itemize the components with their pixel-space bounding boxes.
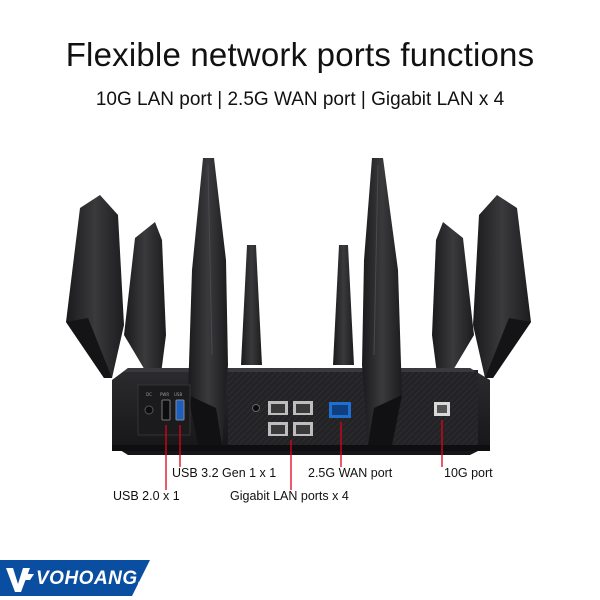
antenna-right-2 [432,222,474,382]
antenna-tall-right [362,158,402,445]
wan-port-icon [329,402,351,418]
callout-usb-3: USB 3.2 Gen 1 x 1 [172,466,277,480]
svg-text:PWR: PWR [160,392,169,397]
antenna-tall-left [188,158,228,445]
usb-3-port-icon [175,399,185,421]
brand-tld: .vn [137,571,160,587]
antenna-left-2 [124,222,166,382]
callout-usb-2: USB 2.0 x 1 [113,489,180,503]
page-title: Flexible network ports functions [65,36,535,73]
gigabit-lan-ports [268,401,313,436]
svg-text:USB: USB [174,392,182,397]
antenna-center-left [241,245,262,365]
ten-g-port-icon [434,402,450,416]
reset-button-icon [252,404,260,412]
antenna-outer-left [66,195,124,378]
antenna-center-right [333,245,354,365]
callout-lan-ports: Gigabit LAN ports x 4 [230,489,349,503]
brand-watermark: VOHOANG.vn [0,558,600,600]
page-subtitle: 10G LAN port | 2.5G WAN port | Gigabit L… [95,89,505,110]
callout-lines [165,420,443,490]
brand-logo-icon [6,568,34,592]
callout-ten-g-port: 10G port [444,466,493,480]
callout-wan-port: 2.5G WAN port [308,466,393,480]
svg-text:DC: DC [146,392,152,397]
antenna-outer-right [473,195,531,378]
power-jack-icon [144,405,154,415]
usb-2-port-icon [161,399,171,421]
brand-name: VOHOANG [36,568,138,589]
